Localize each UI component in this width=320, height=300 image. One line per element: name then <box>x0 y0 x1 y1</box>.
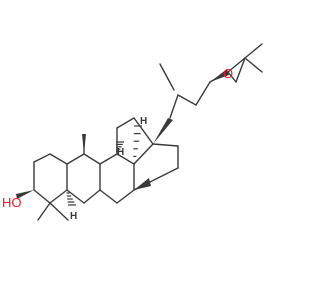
bond-34 <box>227 71 237 83</box>
bond-16 <box>133 143 154 165</box>
stereo-h-c5: H <box>70 211 77 222</box>
bond-17 <box>152 143 179 147</box>
hash-c8-h <box>116 141 124 153</box>
bond-14 <box>116 189 135 204</box>
stereo-h-c8: H <box>117 147 124 158</box>
epoxide-oxygen-label: O <box>223 66 233 81</box>
bond-6 <box>66 153 85 165</box>
bond-4 <box>33 189 51 204</box>
hydroxyl-label: HO <box>2 195 22 210</box>
bond-21 <box>116 117 135 129</box>
bond-network <box>33 43 263 221</box>
bond-22 <box>133 117 154 145</box>
bond-9 <box>83 189 101 204</box>
bond-7 <box>83 153 101 165</box>
bond-24 <box>37 202 51 221</box>
wedge-c3-oh <box>16 190 34 199</box>
bond-27 <box>169 94 179 119</box>
hash-c5-h <box>66 192 76 206</box>
bond-28 <box>177 94 197 106</box>
bond-3 <box>49 189 68 204</box>
bond-0 <box>33 153 51 163</box>
bond-12 <box>116 153 135 165</box>
wedge-c10-methyl <box>82 134 86 154</box>
bond-11 <box>99 153 118 165</box>
exocyclic-double-bond <box>159 63 175 91</box>
wedge-epoxide <box>210 69 229 82</box>
bond-29 <box>195 81 211 106</box>
bond-32 <box>244 43 263 59</box>
hash-c13-h <box>133 125 142 157</box>
stereo-wedges <box>16 69 229 206</box>
bond-15 <box>99 189 118 204</box>
wedge-c13-side <box>153 118 173 144</box>
wedge-c14-methyl <box>134 178 151 190</box>
stereo-h-c13: H <box>140 116 147 127</box>
bond-1 <box>49 153 68 165</box>
molecule-structure-diagram: HO O H H H <box>0 0 300 300</box>
bond-35 <box>235 57 246 83</box>
background <box>0 0 300 300</box>
bond-31 <box>227 57 246 73</box>
bond-10 <box>66 189 85 204</box>
bond-25 <box>49 202 69 221</box>
bond-33 <box>244 57 263 73</box>
